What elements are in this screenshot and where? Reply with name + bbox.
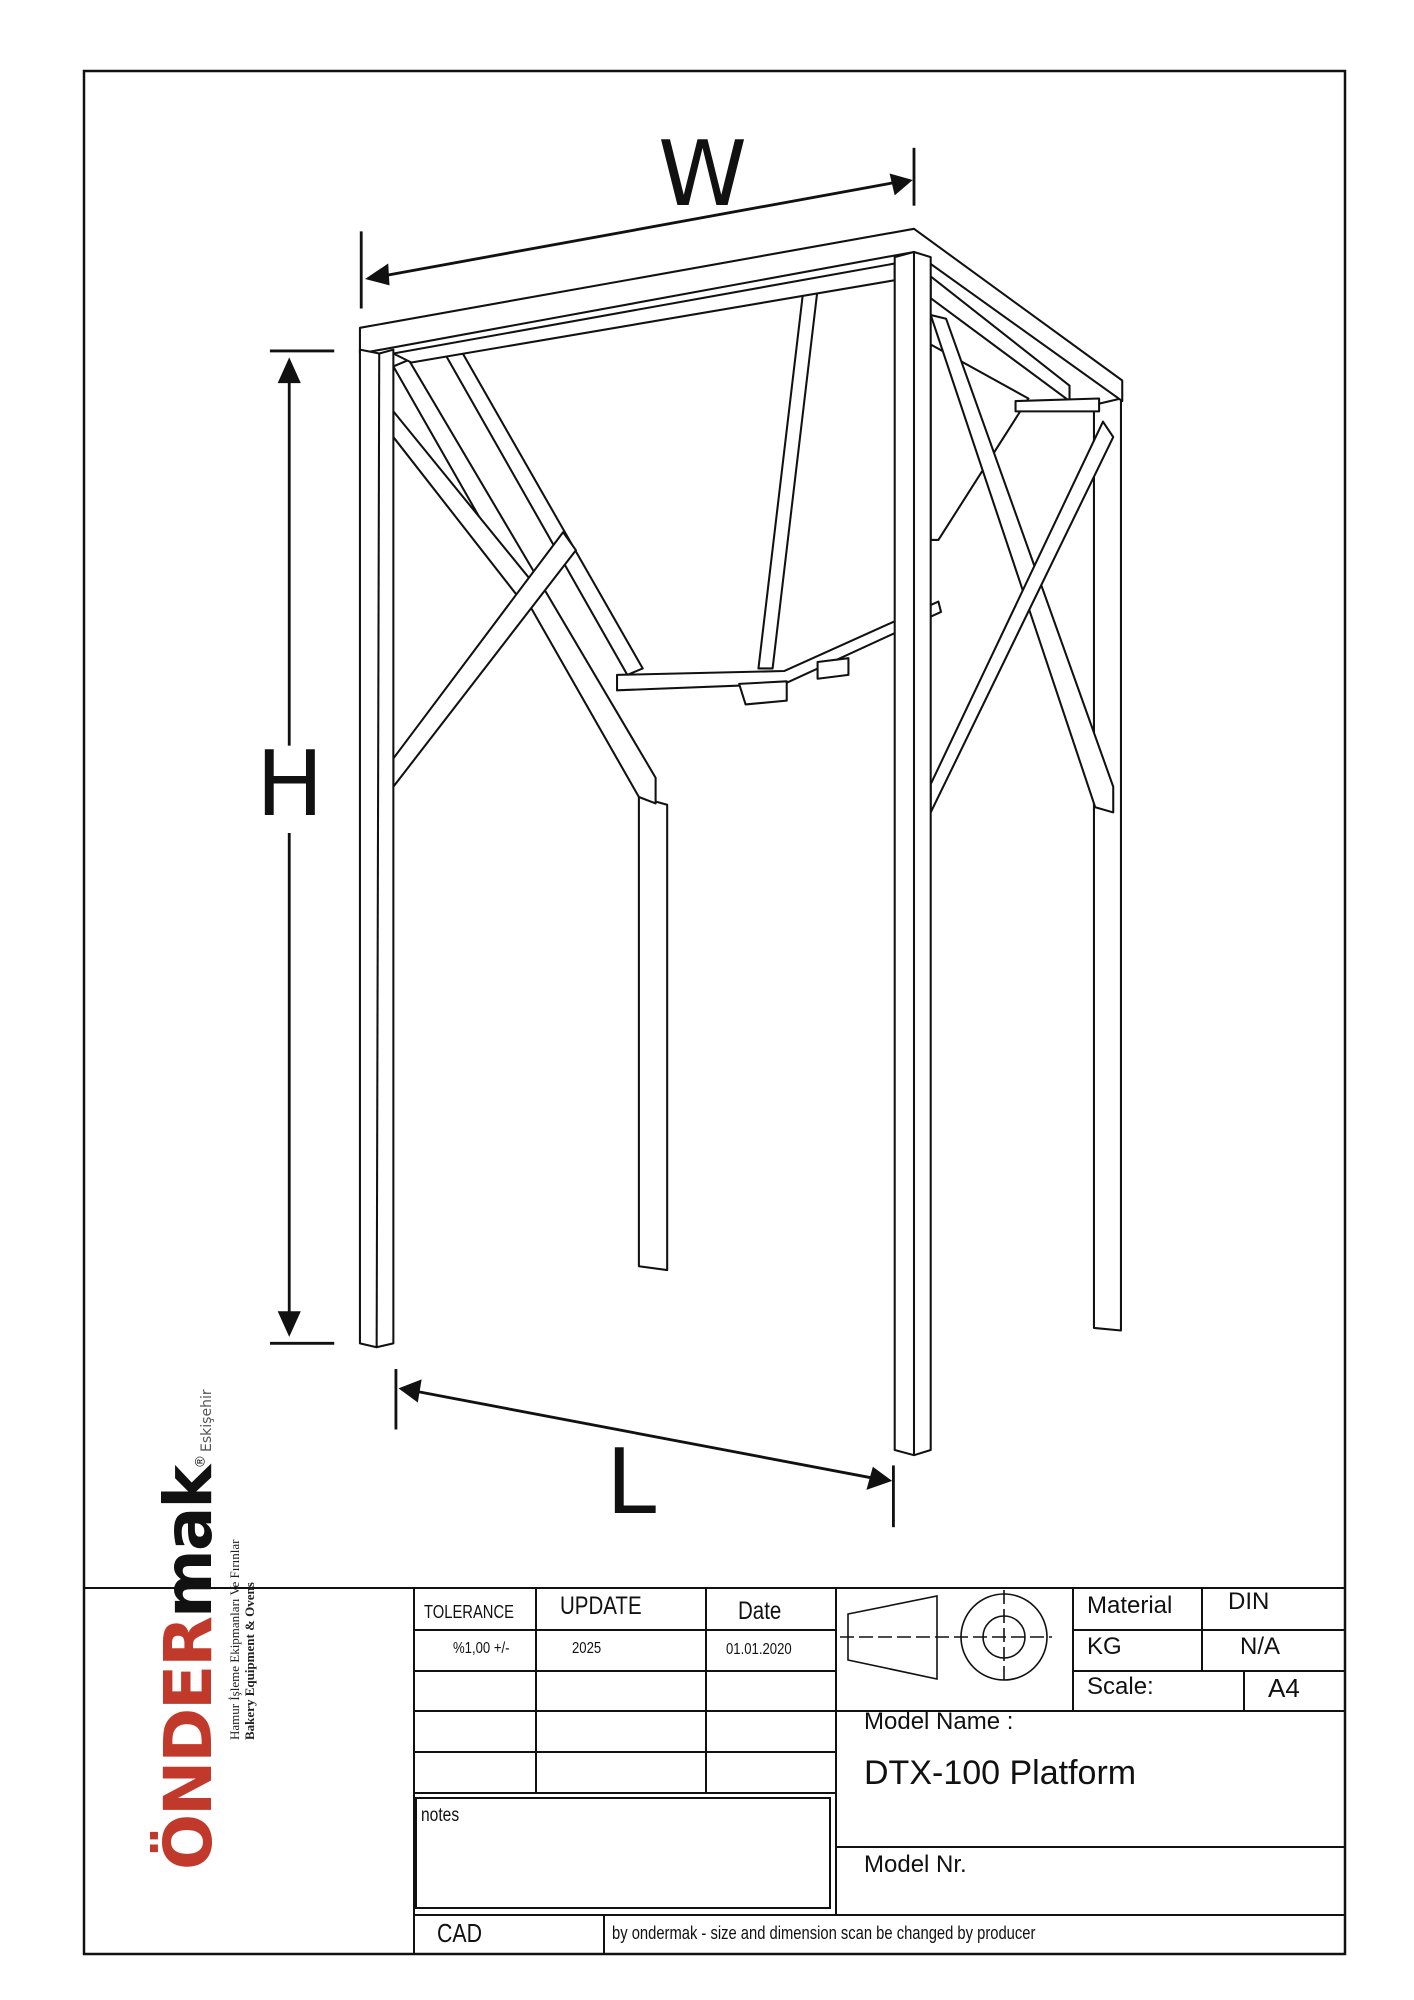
logo-brand-dark: mak: [150, 1466, 227, 1618]
dimension-label-l: L: [606, 1430, 657, 1535]
logo-city: Eskişehir: [199, 1389, 215, 1452]
dimension-label-h: H: [256, 732, 324, 837]
logo-brand-red: ÖNDER: [150, 1617, 227, 1870]
dimension-label-w: W: [658, 122, 747, 227]
notes-label: notes: [421, 1805, 460, 1826]
model-name-value: DTX-100 Platform: [864, 1754, 1137, 1792]
tolerance-label: TOLERANCE: [424, 1602, 514, 1622]
cad-label: CAD: [437, 1918, 483, 1948]
logo-tagline-tr: Hamur İşleme Ekipmanları Ve Fırınlar: [227, 1539, 242, 1740]
sheet-border: [82, 69, 1347, 1956]
update-label: UPDATE: [560, 1592, 642, 1620]
model-nr-label: Model Nr.: [864, 1851, 967, 1878]
material-label: Material: [1087, 1592, 1173, 1619]
scale-value: A4: [1268, 1673, 1300, 1703]
platform-frame: [358, 227, 1124, 1457]
kg-value: N/A: [1240, 1633, 1281, 1660]
kg-label: KG: [1087, 1633, 1122, 1660]
material-value: DIN: [1228, 1588, 1270, 1615]
tolerance-value: %1,00 +/-: [453, 1640, 510, 1657]
model-name-label: Model Name :: [864, 1708, 1014, 1735]
company-logo: ÖNDERmak® Eskişehir Hamur İşleme Ekipman…: [150, 1389, 257, 1870]
logo-registered: ®: [191, 1456, 208, 1467]
date-label: Date: [738, 1597, 782, 1625]
update-value: 2025: [572, 1640, 602, 1657]
logo-tagline-en: Bakery Equipment & Ovens: [242, 1582, 257, 1740]
disclaimer-text: by ondermak - size and dimension scan be…: [612, 1923, 1036, 1943]
dimension-lines: [269, 147, 916, 1528]
scale-label: Scale:: [1087, 1673, 1154, 1700]
projection-symbol-icon: [840, 1590, 1052, 1684]
date-value: 01.01.2020: [726, 1641, 792, 1658]
